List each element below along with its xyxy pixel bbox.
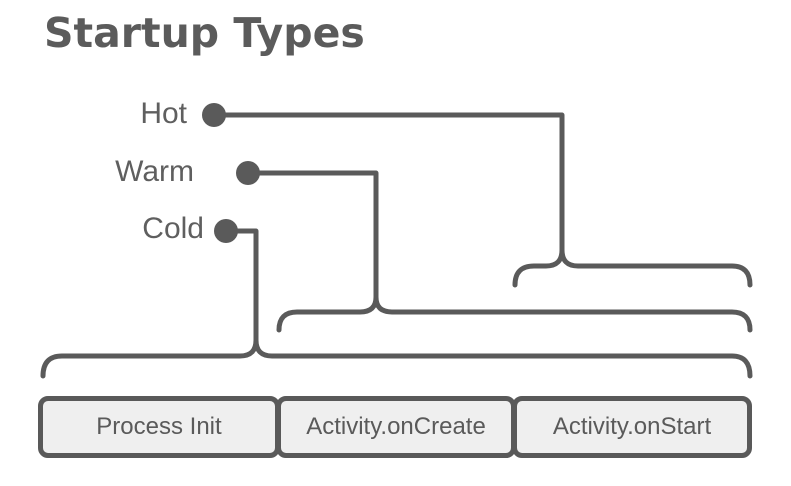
hot-dot xyxy=(202,103,226,127)
hot-connector-line xyxy=(211,112,565,253)
hot-bracket xyxy=(512,247,753,288)
cold-connector-line xyxy=(223,228,259,343)
warm-bracket xyxy=(276,294,753,333)
startup-type-cold-label: Cold xyxy=(142,212,204,245)
phase-activity-onstart: Activity.onStart xyxy=(512,396,752,458)
startup-type-warm-label: Warm xyxy=(115,155,194,188)
warm-connector-line xyxy=(245,170,379,300)
phase-process-init: Process Init xyxy=(38,396,280,458)
warm-dot xyxy=(236,161,260,185)
diagram-title: Startup Types xyxy=(44,9,365,57)
startup-type-hot-label: Hot xyxy=(140,97,187,130)
cold-bracket xyxy=(40,337,753,379)
cold-dot xyxy=(214,219,238,243)
phase-activity-oncreate: Activity.onCreate xyxy=(276,396,516,458)
